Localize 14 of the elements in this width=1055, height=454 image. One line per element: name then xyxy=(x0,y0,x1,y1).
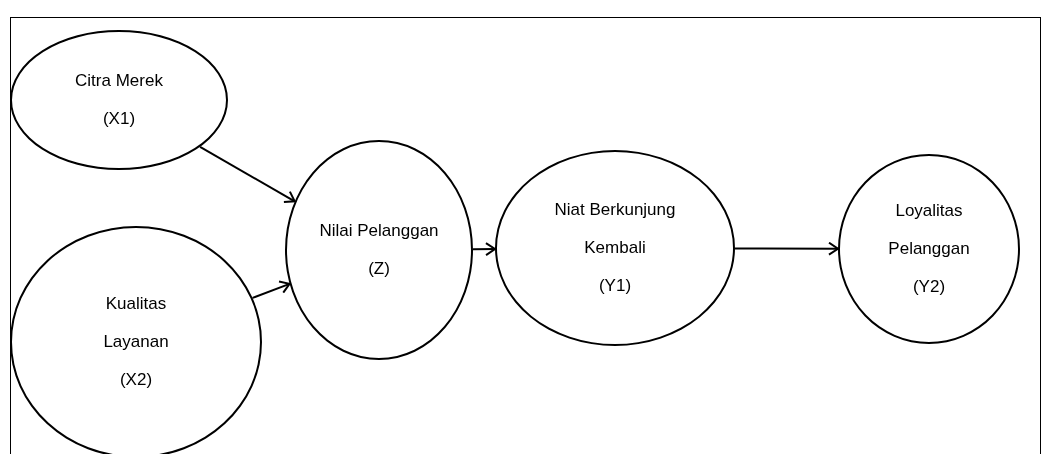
node-label: (Y2) xyxy=(912,276,946,298)
node-label: (X1) xyxy=(102,108,136,130)
node-label: Loyalitas Pelanggan xyxy=(887,200,971,260)
node-label: Niat Berkunjung Kembali xyxy=(553,199,677,259)
node-label: Citra Merek xyxy=(75,70,163,92)
arrow xyxy=(734,241,839,256)
node-label: Nilai Pelanggan xyxy=(319,220,439,242)
arrow xyxy=(199,145,296,204)
node-label: Kualitas Layanan xyxy=(102,293,170,353)
node-label: (Z) xyxy=(368,258,390,280)
arrow xyxy=(251,280,291,299)
node-label: (Y1) xyxy=(598,275,632,297)
node-label: (X2) xyxy=(119,369,153,391)
arrow xyxy=(472,242,496,257)
